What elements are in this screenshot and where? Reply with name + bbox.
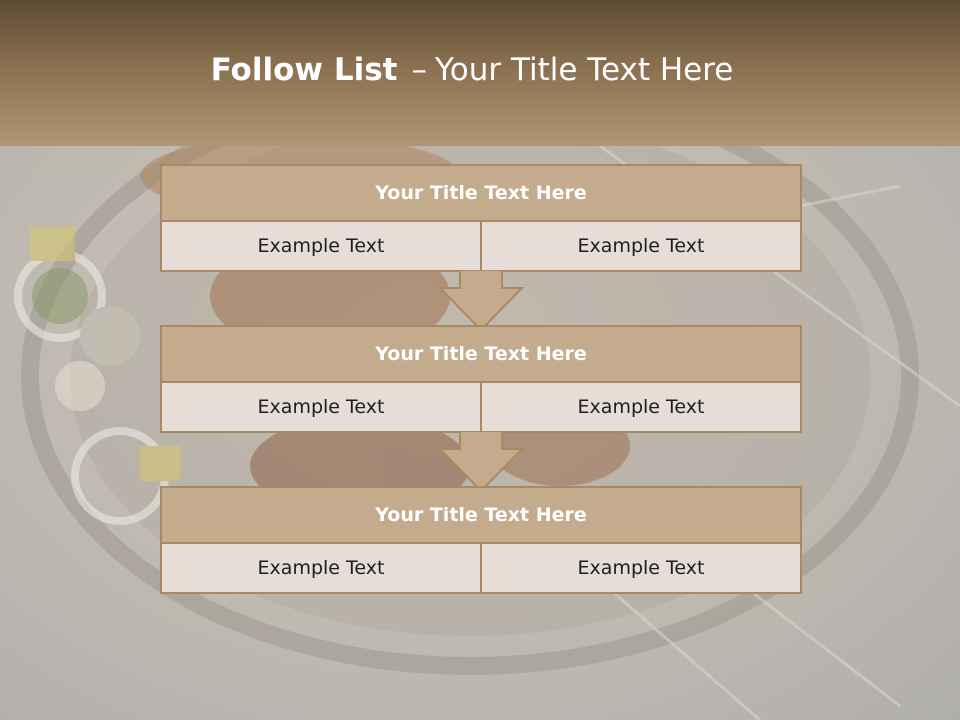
- block-cell-left: Example Text: [160, 544, 482, 594]
- block-cell-right: Example Text: [480, 544, 802, 594]
- block-cell-right: Example Text: [480, 383, 802, 433]
- header-band: Follow List–Your Title Text Here: [0, 0, 960, 146]
- block-cell-right: Example Text: [480, 222, 802, 272]
- block-row: Example Text Example Text: [160, 222, 802, 272]
- block-row: Example Text Example Text: [160, 544, 802, 594]
- slide-title-rest: Your Title Text Here: [434, 52, 734, 88]
- down-arrow-icon: [438, 431, 524, 493]
- block-title: Your Title Text Here: [160, 325, 802, 383]
- flow-block-1: Your Title Text Here Example Text Exampl…: [160, 164, 802, 272]
- slide-title: Follow List–Your Title Text Here: [0, 52, 944, 88]
- block-cell-left: Example Text: [160, 383, 482, 433]
- flow-block-3: Your Title Text Here Example Text Exampl…: [160, 486, 802, 594]
- block-title: Your Title Text Here: [160, 164, 802, 222]
- block-row: Example Text Example Text: [160, 383, 802, 433]
- flow-block-2: Your Title Text Here Example Text Exampl…: [160, 325, 802, 433]
- block-title: Your Title Text Here: [160, 486, 802, 544]
- slide-title-separator: –: [411, 52, 427, 88]
- block-cell-left: Example Text: [160, 222, 482, 272]
- down-arrow-icon: [438, 270, 524, 332]
- slide-title-bold: Follow List: [210, 52, 398, 88]
